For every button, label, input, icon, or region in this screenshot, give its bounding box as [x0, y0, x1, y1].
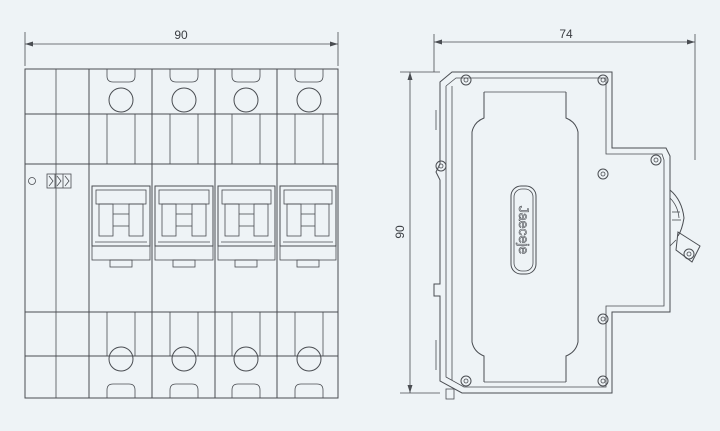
arrow-indicator-window	[46, 173, 72, 189]
pole-3	[217, 69, 276, 398]
screw	[597, 74, 609, 86]
brand-label-plate	[510, 185, 537, 275]
toggle-pivot	[683, 248, 695, 260]
pole-2	[154, 69, 214, 398]
arrow-icon-3	[64, 175, 70, 187]
front-width-dimension: 90	[24, 28, 339, 66]
top-terminal-screw	[108, 87, 134, 113]
pole-4	[279, 69, 337, 398]
side-height-dimension: 90	[393, 71, 440, 394]
front-body-outline	[24, 68, 339, 399]
arrow-icon-2	[56, 175, 62, 187]
brand-text: Jaeceje	[516, 206, 532, 254]
side-depth-dimension: 74	[433, 27, 696, 160]
side-housing-outline	[433, 71, 671, 394]
toggle-lever	[91, 185, 151, 268]
bottom-terminal-screw	[296, 346, 322, 372]
toggle-lever	[279, 185, 337, 268]
top-terminal-screw	[296, 87, 322, 113]
indicator-dot	[28, 177, 36, 185]
top-terminal-screw	[171, 87, 197, 113]
din-clip-foot	[445, 388, 455, 400]
toggle-lever	[154, 185, 214, 268]
side-depth-label: 74	[559, 27, 573, 41]
screw	[435, 160, 447, 172]
center-face-outline	[471, 92, 579, 382]
bottom-terminal-screw	[108, 346, 134, 372]
toggle-lever	[217, 185, 276, 268]
arrow-icon-1	[48, 175, 54, 187]
screw	[460, 375, 472, 387]
auxiliary-module	[28, 69, 90, 398]
front-view: 90	[24, 28, 339, 399]
bottom-terminal-screw	[171, 346, 197, 372]
bottom-terminal-screw	[233, 346, 259, 372]
screw	[597, 313, 609, 325]
screw	[460, 74, 472, 86]
front-width-label: 90	[174, 28, 188, 42]
pole-1	[91, 69, 151, 398]
top-terminal-screw	[233, 87, 259, 113]
side-toggle-lever	[669, 189, 701, 263]
screw	[597, 375, 609, 387]
side-height-label: 90	[393, 225, 407, 239]
screw	[650, 154, 662, 166]
side-view: 74 90	[393, 27, 701, 400]
screw	[597, 168, 609, 180]
